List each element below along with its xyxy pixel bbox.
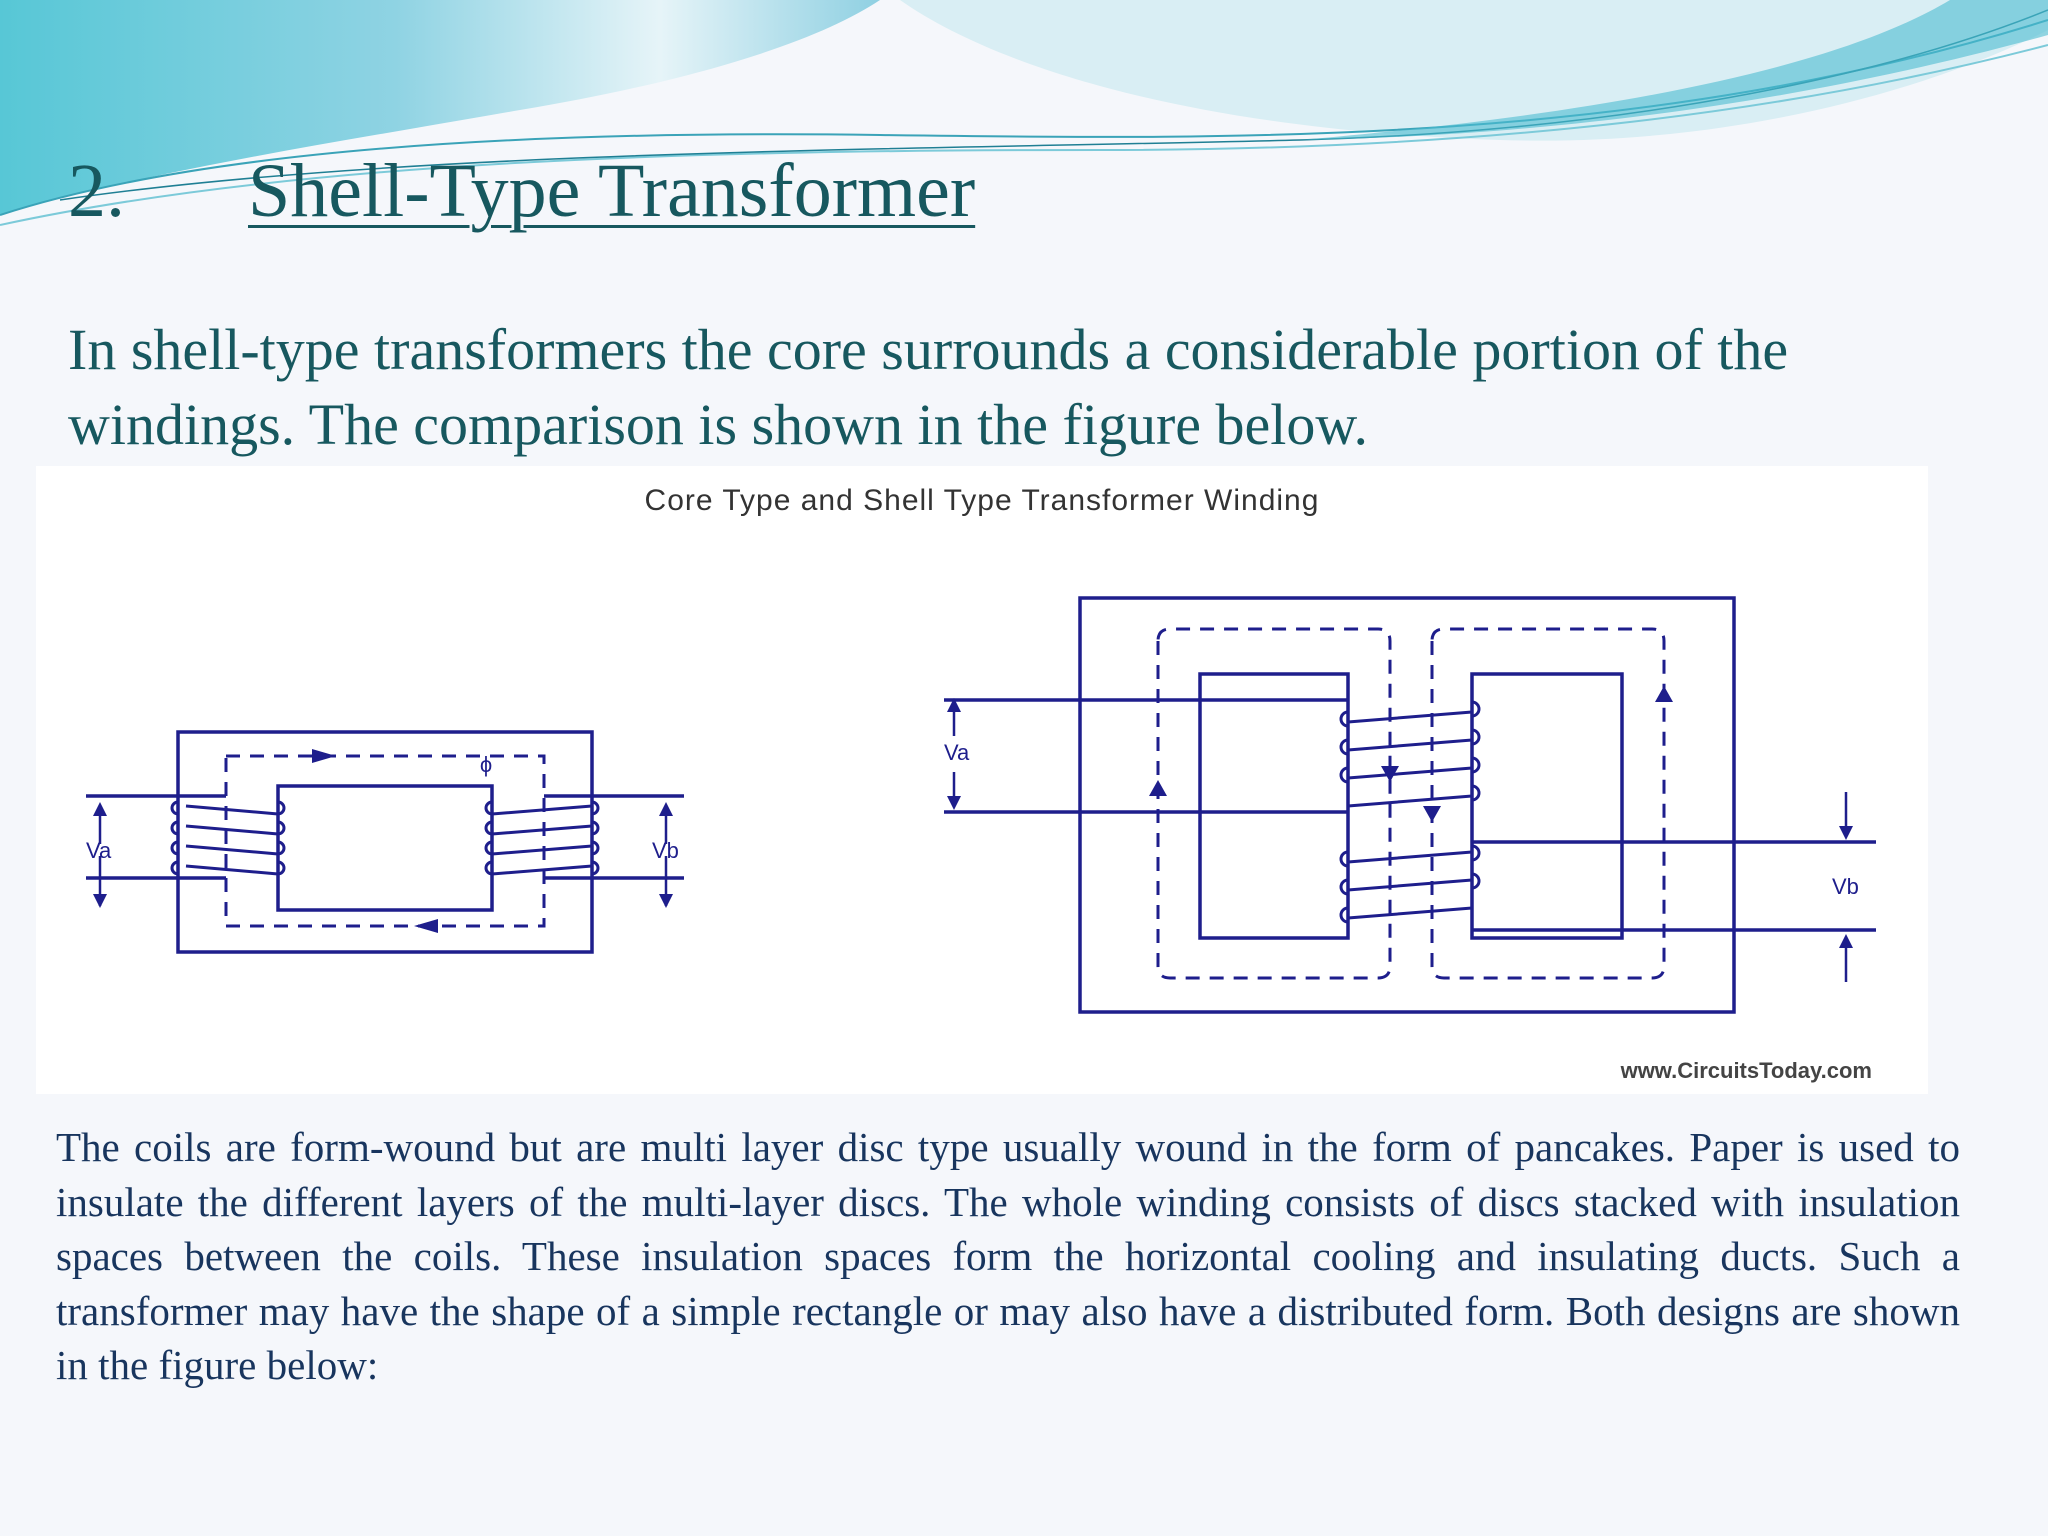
- slide-number: 2.: [68, 149, 125, 233]
- core-type-outer-core: [176, 730, 594, 954]
- slide-title: 2. Shell-Type Transformer: [68, 148, 975, 235]
- shell-type-left-window: [1198, 672, 1350, 940]
- header-wave-decoration: [0, 0, 2048, 226]
- shell-type-right-flux-path: [1430, 627, 1666, 980]
- body-paragraph: The coils are form-wound but are multi l…: [56, 1124, 1960, 1388]
- core-secondary-voltage-label: Vb: [652, 838, 679, 863]
- shell-primary-voltage-label: Va: [944, 740, 970, 765]
- core-type-window: [276, 784, 494, 912]
- transformer-figure: ϕ Va Vb Va Vb Core Type and Shell Type T…: [36, 466, 1928, 1094]
- shell-type-left-flux-path: [1156, 627, 1392, 980]
- slide-title-text: Shell-Type Transformer: [248, 149, 976, 233]
- figure-caption: Core Type and Shell Type Transformer Win…: [645, 484, 1320, 517]
- shell-type-outer-core: [1078, 596, 1736, 1014]
- figure-credit: www.CircuitsToday.com: [1620, 1058, 1872, 1083]
- transformer-diagram: ϕ Va Vb Va Vb Core Type and Shell Type T…: [86, 484, 1876, 1083]
- core-flux-label: ϕ: [480, 752, 492, 777]
- intro-paragraph: In shell-type transformers the core surr…: [68, 317, 1789, 457]
- shell-type-right-window: [1470, 672, 1624, 940]
- shell-secondary-voltage-label: Vb: [1832, 874, 1859, 899]
- core-type-flux-path: [224, 754, 546, 928]
- core-primary-voltage-label: Va: [86, 838, 112, 863]
